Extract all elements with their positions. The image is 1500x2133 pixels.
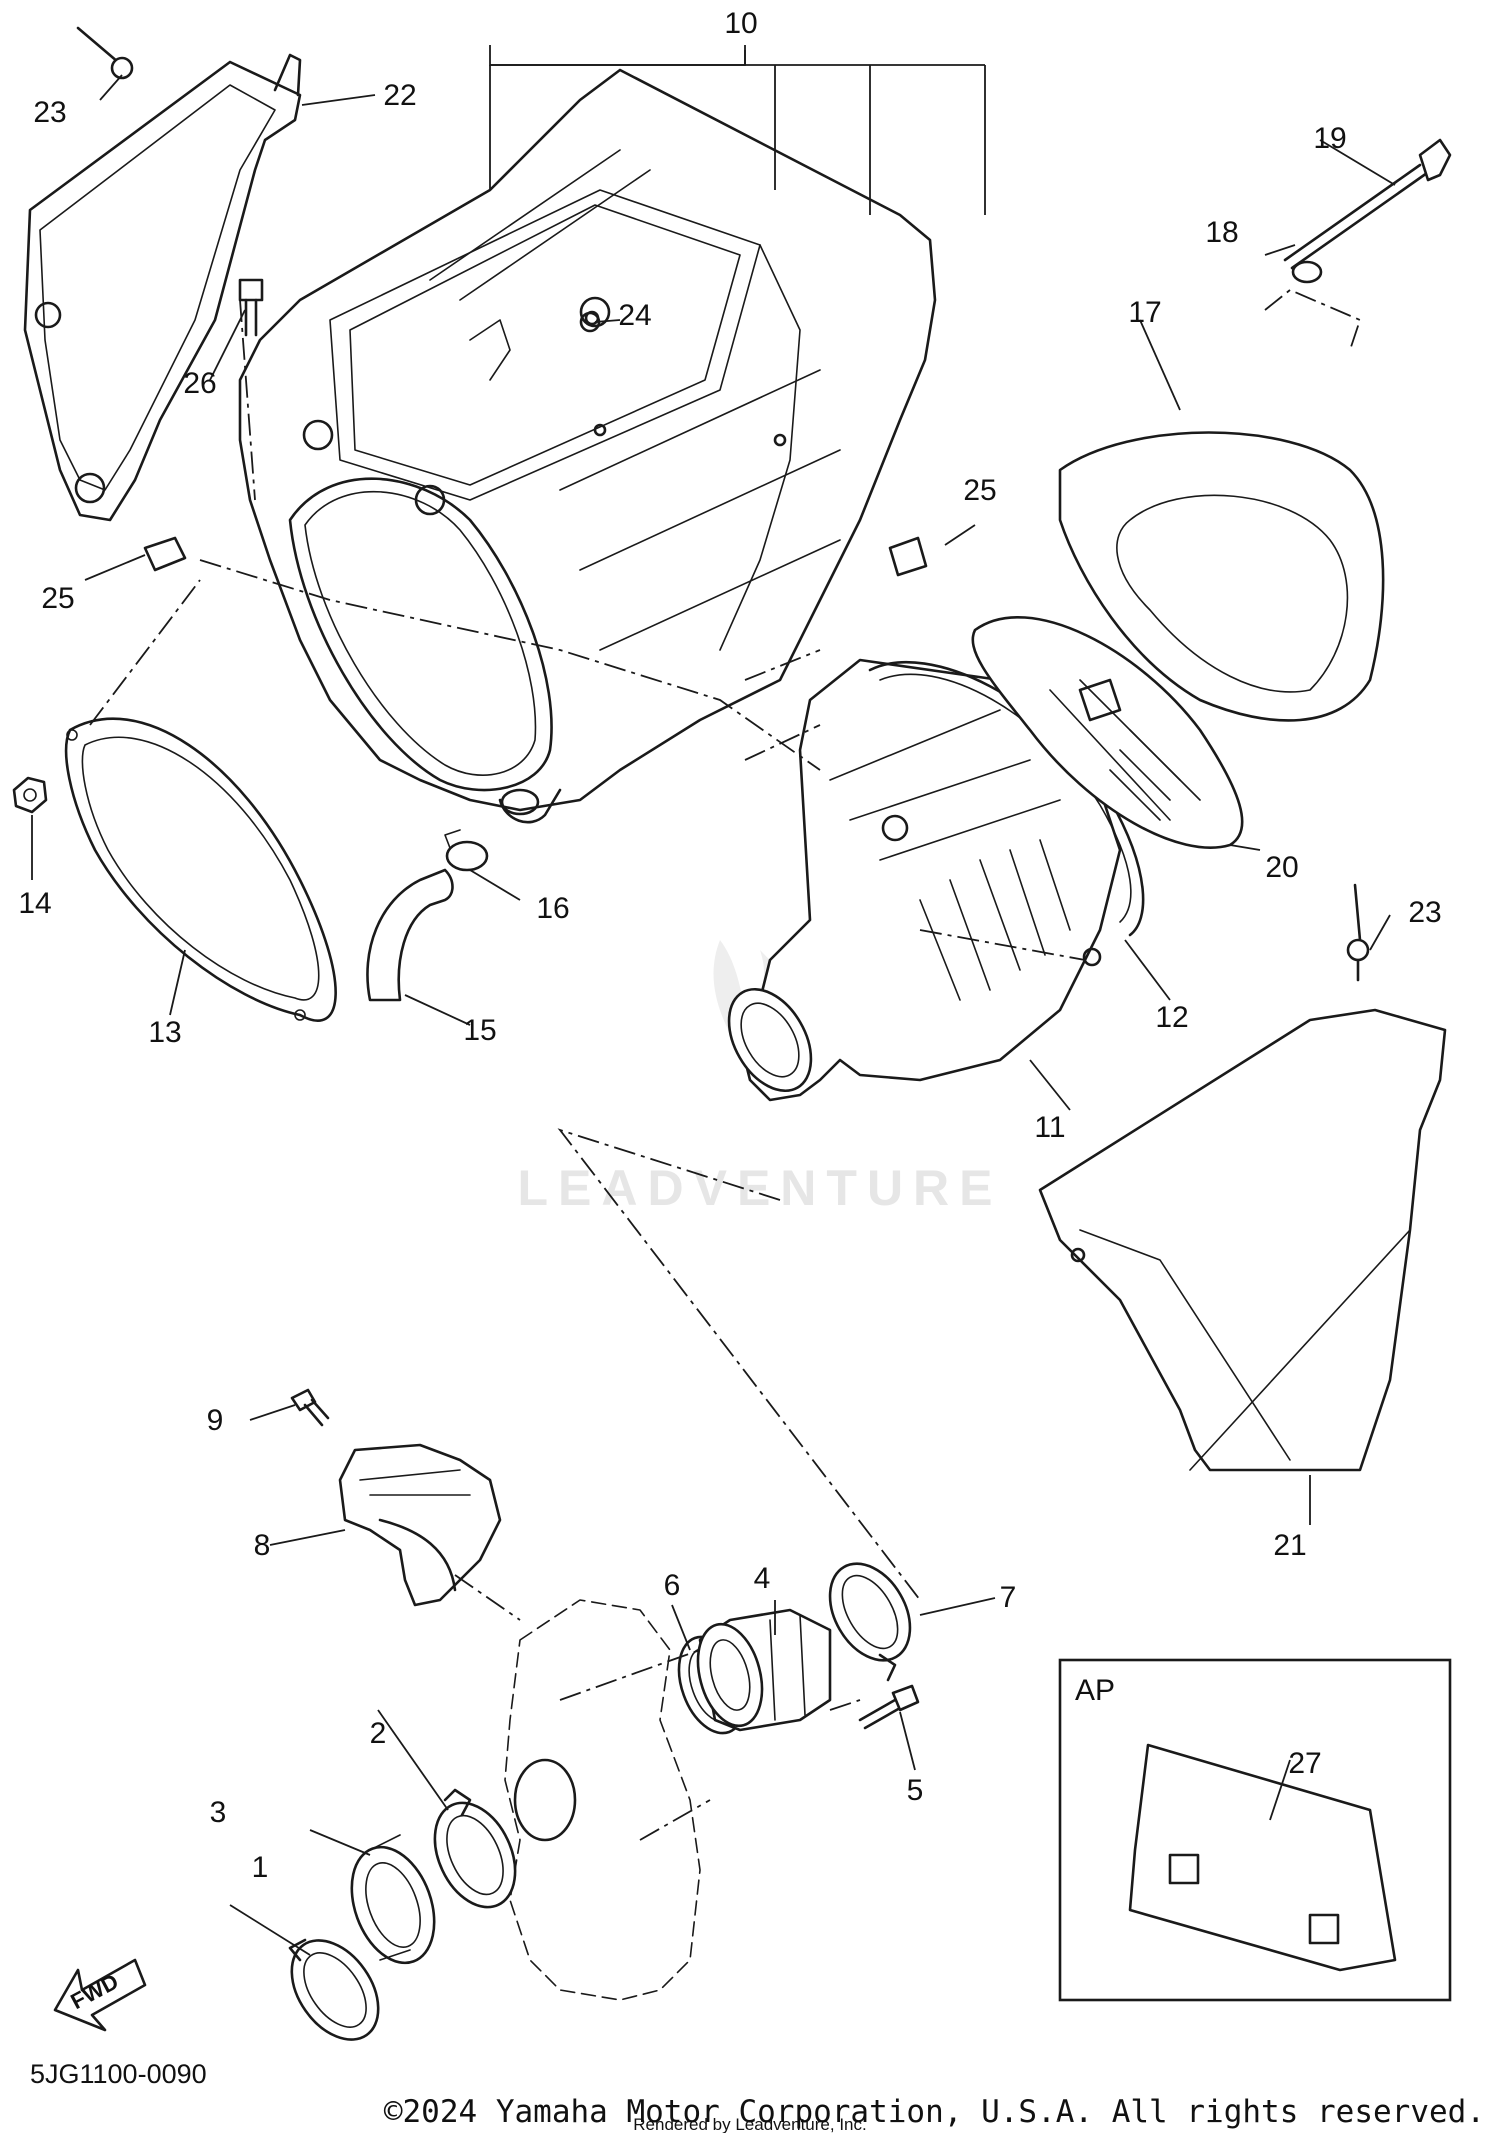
callout-14: 14 (18, 887, 51, 920)
callout-25-right: 25 (963, 474, 996, 507)
ap-inset: AP (1058, 1658, 1452, 2002)
callout-25-left: 25 (41, 582, 74, 615)
callout-18: 18 (1205, 216, 1238, 249)
part-26-bolt (238, 278, 264, 337)
callout-6: 6 (664, 1569, 681, 1602)
callout-21: 21 (1273, 1529, 1306, 1562)
part-11-intake-duct (727, 658, 1122, 1102)
part-5-bolt (858, 1684, 920, 1730)
part-8-bracket (338, 1443, 502, 1607)
fwd-arrow[interactable]: FWD (53, 1958, 147, 2032)
part-1-joint (350, 1834, 436, 1965)
callout-15: 15 (463, 1014, 496, 1047)
part-27-sheet (1128, 1743, 1397, 1972)
fwd-arrow-icon (53, 1958, 147, 2032)
callout-5: 5 (907, 1774, 924, 1807)
callout-26: 26 (183, 367, 216, 400)
part-15-hose (366, 868, 454, 1002)
part-25-clip-left (143, 536, 187, 572)
engine-outline (504, 1599, 701, 2001)
callout-7: 7 (1000, 1581, 1017, 1614)
callout-4: 4 (754, 1562, 771, 1595)
diagram-code: 5JG1100-0090 (30, 2059, 207, 2089)
part-10-air-box (238, 68, 937, 824)
part-17-foam-filter (1058, 431, 1385, 722)
callout-20: 20 (1265, 851, 1298, 884)
part-25-clip-right (888, 536, 928, 577)
part-13-gasket (64, 717, 337, 1022)
callouts: 1 2 3 4 5 6 7 8 9 10 11 12 13 14 15 16 1… (18, 7, 1441, 1884)
callout-1: 1 (252, 1851, 269, 1884)
callout-17: 17 (1128, 296, 1161, 329)
callout-27: 27 (1288, 1747, 1321, 1780)
watermark-text: LEADVENTURE (517, 1160, 1002, 1216)
part-9-screw (290, 1388, 330, 1427)
callout-8: 8 (254, 1529, 271, 1562)
copyright-text: ©2024 Yamaha Motor Corporation, U.S.A. A… (384, 2094, 1485, 2130)
part-2-clamp (433, 1788, 517, 1909)
assembly-lines (89, 288, 1362, 1841)
callout-24: 24 (618, 299, 651, 332)
callout-3: 3 (210, 1796, 227, 1829)
part-22-side-panel (23, 53, 302, 522)
part-16-clamp (444, 829, 489, 872)
part-18-washer (1291, 260, 1323, 284)
callout-11: 11 (1034, 1111, 1065, 1144)
part-3-clamp (288, 1938, 380, 2041)
part-21-side-cover (1038, 1008, 1447, 1472)
callout-22: 22 (383, 79, 416, 112)
callout-23-top: 23 (33, 96, 66, 129)
callout-9: 9 (207, 1404, 224, 1437)
rendered-by-text: Rendered by Leadventure, Inc. (633, 2115, 866, 2133)
callout-16: 16 (536, 892, 569, 925)
part-19-wing-bolt (1283, 138, 1452, 270)
part-4-carburetor-joint (696, 1608, 832, 1732)
ap-inset-label: AP (1075, 1674, 1115, 1707)
part-14-nut (12, 776, 48, 814)
part-23-pin-right (1346, 883, 1370, 982)
callout-2: 2 (370, 1717, 387, 1750)
callout-23-right: 23 (1408, 896, 1441, 929)
callout-12: 12 (1155, 1001, 1188, 1034)
callout-10: 10 (724, 7, 757, 40)
callout-13: 13 (148, 1016, 181, 1049)
leader-lines (31, 45, 1396, 1956)
part-23-pin-top (76, 26, 134, 80)
part-7-clamp (828, 1562, 912, 1682)
callout-19: 19 (1313, 122, 1346, 155)
